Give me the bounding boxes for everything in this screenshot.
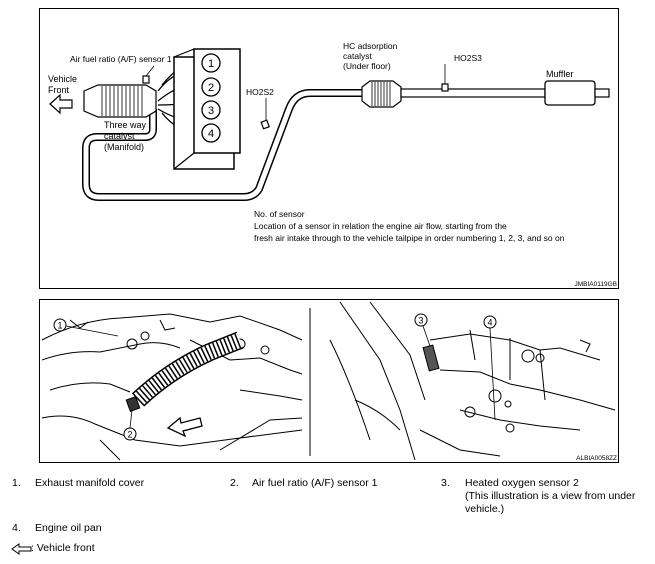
note-line-2: fresh air intake through to the vehicle …: [254, 233, 565, 243]
corrugated-hose: [131, 331, 244, 407]
legend-item-3-text-1: Heated oxygen sensor 2: [465, 477, 579, 489]
cylinder-4: 4: [201, 123, 221, 143]
vehicle-front-label-2: Front: [48, 85, 70, 95]
ho2s3-marker: [441, 83, 449, 92]
top-diagram-code: JMBIA0119GB: [574, 281, 617, 288]
legend-item-4-text: Engine oil pan: [35, 522, 102, 534]
callout-3: [414, 313, 428, 327]
callout-4-label: 4: [487, 318, 492, 328]
hc-label-3: (Under floor): [343, 61, 391, 71]
note-title: No. of sensor: [254, 209, 305, 219]
legend-item-1-text: Exhaust manifold cover: [35, 477, 145, 489]
legend-item-4-number: 4.: [12, 522, 21, 534]
legend-item-3-text-3: vehicle.): [465, 503, 505, 515]
vehicle-front-note-text: : Vehicle front: [31, 542, 95, 554]
legend-item-2-number: 2.: [230, 477, 239, 489]
af-sensor-1-marker: [142, 75, 150, 84]
hc-label-2: catalyst: [343, 51, 372, 61]
cylinder-2-label: 2: [208, 82, 214, 94]
af-sensor-1-label: Air fuel ratio (A/F) sensor 1: [70, 54, 172, 64]
cylinder-2: 2: [201, 77, 221, 97]
callout-1-label: 1: [57, 321, 62, 331]
vehicle-front-arrow-icon: [49, 93, 73, 115]
cylinder-1: 1: [201, 53, 221, 73]
cylinder-3: 3: [201, 100, 221, 120]
af-sensor-1-body: [125, 396, 141, 412]
callout-1: [53, 318, 67, 332]
sensor-location-illustration: 1 2 3 4: [39, 299, 619, 463]
legend-item-1-number: 1.: [12, 477, 21, 489]
three-way-label-1: Three way: [104, 120, 147, 130]
legend-item-3-number: 3.: [441, 477, 450, 489]
callout-2-label: 2: [127, 430, 132, 440]
front-arrow-icon: [166, 416, 203, 438]
vehicle-front-arrow-icon: [11, 543, 32, 555]
exhaust-system-diagram: 1 2 3 4 Air fuel ratio (A/F) sensor 1 Ve…: [39, 8, 619, 289]
hc-adsorption-catalyst: [361, 80, 402, 108]
three-way-label-2: catalyst: [104, 131, 135, 141]
callout-3-label: 3: [418, 316, 423, 326]
muffler-label: Muffler: [546, 69, 573, 79]
sensor-location-svg: 1 2 3 4: [41, 301, 617, 462]
legend-item-3-text-2: (This illustration is a view from under: [465, 490, 636, 502]
muffler: [544, 80, 596, 106]
ho2s3-label: HO2S3: [454, 53, 482, 63]
right-view-sketch: [329, 301, 616, 461]
left-view-sketch: [41, 313, 303, 461]
exhaust-system-svg: 1 2 3 4 Air fuel ratio (A/F) sensor 1 Ve…: [48, 41, 617, 288]
legend-item-2-text: Air fuel ratio (A/F) sensor 1: [252, 477, 378, 489]
cylinder-1-label: 1: [208, 58, 214, 70]
ho2s2-label: HO2S2: [246, 87, 274, 97]
cylinder-4-label: 4: [208, 128, 214, 140]
vehicle-front-label-1: Vehicle: [48, 74, 77, 84]
hc-label-1: HC adsorption: [343, 41, 398, 51]
three-way-catalyst: [83, 84, 157, 118]
cylinder-3-label: 3: [208, 105, 214, 117]
bottom-diagram-code: ALBIA0058ZZ: [576, 455, 617, 462]
three-way-label-3: (Manifold): [104, 142, 144, 152]
heated-oxygen-sensor-2-body: [422, 344, 440, 372]
ho2s2-marker: [260, 119, 270, 130]
note-line-1: Location of a sensor in relation the eng…: [254, 221, 507, 231]
